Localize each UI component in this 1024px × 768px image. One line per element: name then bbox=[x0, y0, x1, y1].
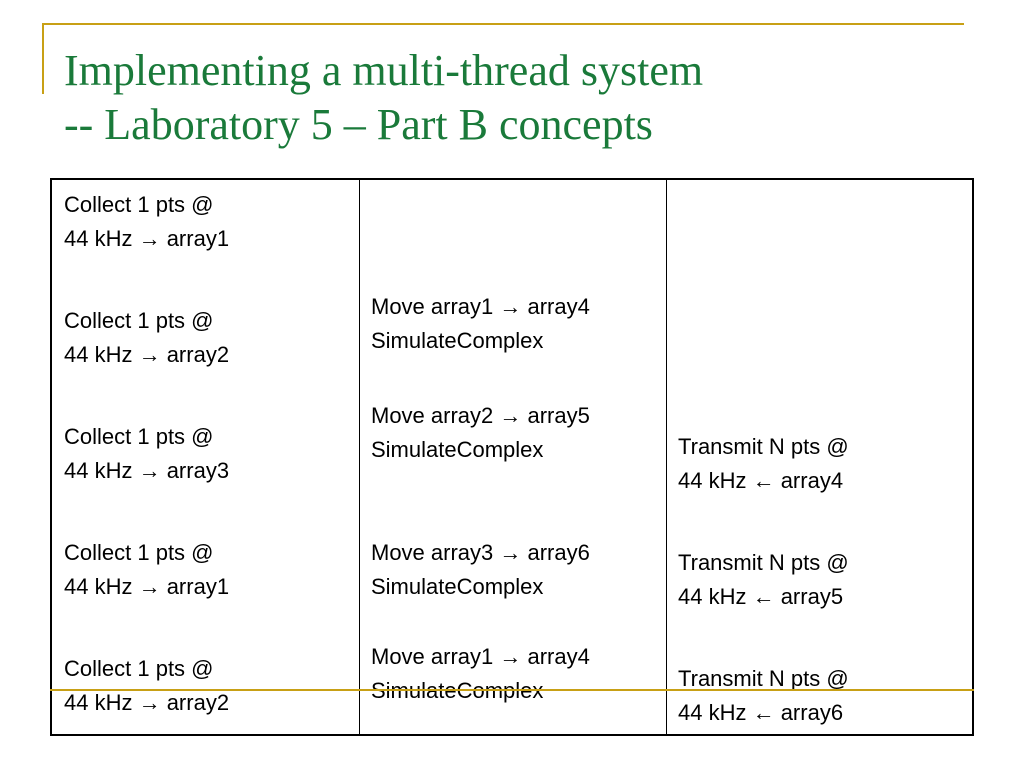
collect-cell: Collect 1 pts @ 44 kHz → array2 bbox=[64, 656, 230, 715]
decorative-left-rule bbox=[42, 23, 44, 94]
timeline-table: Collect 1 pts @ 44 kHz → array1 Collect … bbox=[50, 178, 974, 736]
process-column: Move array1 → array4 SimulateComplex Mov… bbox=[359, 180, 667, 734]
slide-title-line-1: Implementing a multi-thread system bbox=[64, 46, 704, 95]
transmit-cell: Transmit N pts @ 44 kHz ← array4 bbox=[678, 434, 849, 493]
transmit-column: Transmit N pts @ 44 kHz ← array4 Transmi… bbox=[666, 180, 972, 734]
collect-cell: Collect 1 pts @ 44 kHz → array1 bbox=[64, 540, 230, 599]
collect-cell: Collect 1 pts @ 44 kHz → array2 bbox=[64, 308, 230, 367]
process-cell: Move array1 → array4 SimulateComplex bbox=[371, 294, 590, 353]
decorative-bottom-rule bbox=[50, 689, 974, 691]
process-cell: Move array2 → array5 SimulateComplex bbox=[371, 403, 590, 462]
transmit-cell: Transmit N pts @ 44 kHz ← array5 bbox=[678, 550, 849, 609]
collect-column: Collect 1 pts @ 44 kHz → array1 Collect … bbox=[52, 180, 360, 734]
slide-title: Implementing a multi-thread system -- La… bbox=[64, 44, 703, 152]
transmit-cell: Transmit N pts @ 44 kHz ← array6 bbox=[678, 666, 849, 725]
collect-cell: Collect 1 pts @ 44 kHz → array3 bbox=[64, 424, 230, 483]
decorative-top-rule bbox=[42, 23, 964, 25]
process-cell: Move array3 → array6 SimulateComplex bbox=[371, 540, 590, 599]
process-cell: Move array1 → array4 SimulateComplex bbox=[371, 644, 590, 703]
collect-cell: Collect 1 pts @ 44 kHz → array1 bbox=[64, 192, 230, 251]
slide-title-line-2: -- Laboratory 5 – Part B concepts bbox=[64, 100, 653, 149]
